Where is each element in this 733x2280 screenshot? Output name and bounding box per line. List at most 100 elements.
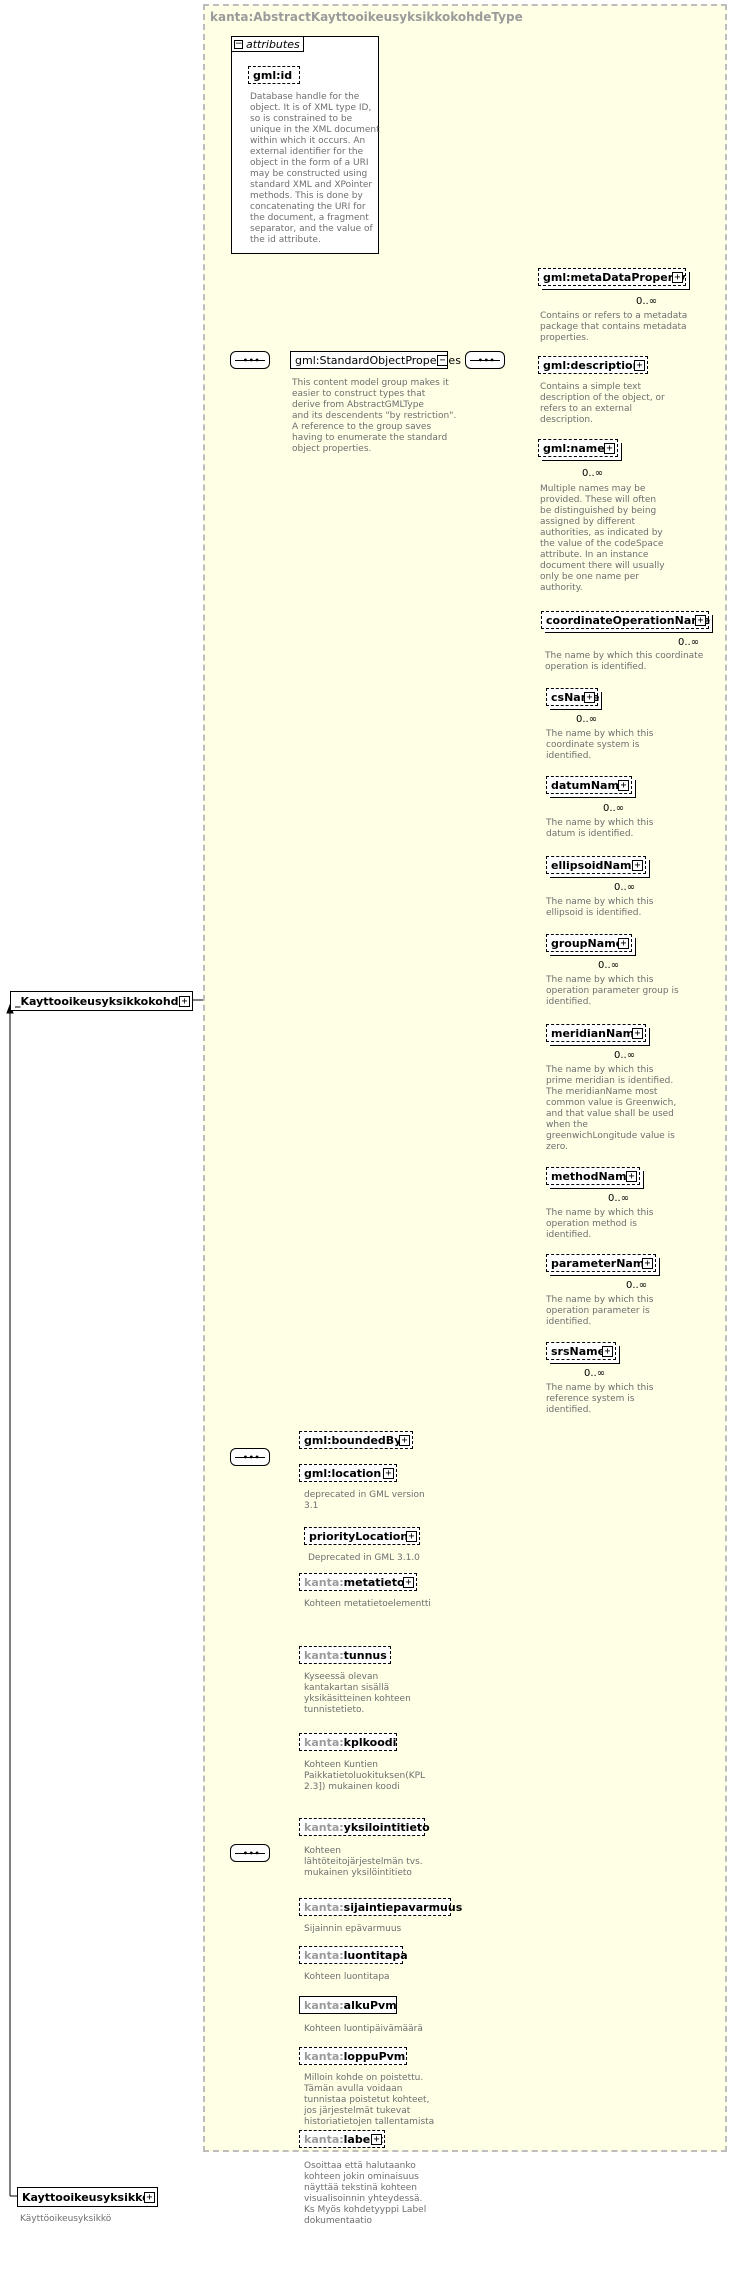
element-groupname[interactable]: groupName+ [546, 934, 632, 952]
expand-icon[interactable]: + [399, 1435, 410, 1446]
element-kanta-luontitapa[interactable]: kanta:luontitapa [299, 1946, 408, 1964]
element-kanta-kplkoodi[interactable]: kanta:kplkoodi [299, 1733, 397, 1751]
element-desc: deprecated in GML version 3.1 [304, 1490, 425, 1511]
element-srsname[interactable]: srsName+ [546, 1342, 616, 1360]
type-title: kanta:AbstractKayttooikeusyksikkokohdeTy… [210, 10, 523, 24]
multiplicity: 0..∞ [576, 714, 598, 725]
standard-object-properties-desc: This content model group makes it easier… [292, 378, 457, 454]
element-kanta-labelit[interactable]: kanta:labelit+ [299, 2130, 385, 2148]
element-gml-description[interactable]: gml:description+ [538, 356, 648, 374]
element-gml-location[interactable]: gml:location+ [299, 1464, 397, 1482]
expand-icon[interactable]: + [371, 2134, 382, 2145]
element-coordinateoperationname[interactable]: coordinateOperationName+ [541, 611, 710, 629]
derived-element-label: Kayttooikeusyksikko [22, 2190, 150, 2204]
element-desc: Kohteen lähtöteitojärjestelmän tvs. muka… [304, 1846, 423, 1878]
expand-icon[interactable]: + [632, 1028, 643, 1039]
element-desc: Contains a simple text description of th… [540, 382, 665, 425]
element-label: sijaintiepavarmuus [343, 1900, 463, 1914]
element-desc: The name by which this ellipsoid is iden… [546, 897, 654, 918]
multiplicity: 0..∞ [598, 960, 620, 971]
element-kanta-alkupvm[interactable]: kanta:alkuPvm [299, 1996, 397, 2014]
element-label: groupName [551, 936, 624, 950]
element-label: methodName [551, 1169, 634, 1183]
element-meridianname[interactable]: meridianName+ [546, 1024, 646, 1042]
expand-icon[interactable]: + [179, 996, 190, 1007]
element-desc: Contains or refers to a metadata package… [540, 311, 688, 343]
element-desc: The name by which this prime meridian is… [546, 1065, 677, 1152]
element-label: parameterName [551, 1256, 652, 1270]
namespace-prefix: kanta: [304, 1735, 344, 1749]
expand-icon[interactable]: + [144, 2192, 155, 2203]
namespace-prefix: kanta: [304, 1648, 344, 1662]
element-desc: The name by which this operation paramet… [546, 1295, 654, 1327]
namespace-prefix: kanta: [304, 2049, 344, 2063]
attributes-tab[interactable]: − attributes [231, 36, 304, 52]
element-label: alkuPvm [343, 1998, 397, 2012]
element-csname[interactable]: csName+ [546, 688, 600, 706]
expand-icon[interactable]: − [437, 355, 448, 366]
expand-icon[interactable]: + [672, 272, 683, 283]
expand-icon[interactable]: + [695, 615, 706, 626]
element-label: gml:description [543, 358, 641, 372]
element-desc: Kohteen luontipäivämäärä [304, 2024, 423, 2034]
element-desc: Kyseessä olevan kantakartan sisällä yksi… [304, 1672, 411, 1715]
element-desc: Sijainnin epävarmuus [304, 1924, 402, 1934]
element-label: srsName [551, 1344, 606, 1358]
expand-icon[interactable]: + [634, 360, 645, 371]
expand-icon[interactable]: + [604, 443, 615, 454]
element-label: ellipsoidName [551, 858, 639, 872]
element-desc: The name by which this coordinate operat… [545, 651, 704, 672]
sequence-compositor-1[interactable]: ••• [230, 351, 270, 369]
element-kanta-yksilointitieto[interactable]: kanta:yksilointitieto [299, 1818, 430, 1836]
expand-icon[interactable]: + [403, 1577, 414, 1588]
expand-icon[interactable]: + [602, 1346, 613, 1357]
element-label: yksilointitieto [343, 1820, 430, 1834]
element-methodname[interactable]: methodName+ [546, 1167, 640, 1185]
sequence-compositor-2[interactable]: ••• [465, 351, 505, 369]
element-kanta-sijaintiepavarmuus[interactable]: kanta:sijaintiepavarmuus [299, 1898, 462, 1916]
element-desc: The name by which this operation method … [546, 1208, 654, 1240]
standard-object-properties-group[interactable]: gml:StandardObjectProperties − [290, 351, 461, 369]
attribute-gml-id-desc: Database handle for the object. It is of… [250, 92, 380, 245]
element-kanta-loppupvm[interactable]: kanta:loppuPvm [299, 2047, 407, 2065]
expand-icon[interactable]: + [632, 860, 643, 871]
element-gml-metadataproperty[interactable]: gml:metaDataProperty+ [538, 268, 686, 286]
element-label: tunnus [343, 1648, 387, 1662]
element-kanta-metatieto[interactable]: kanta:metatieto+ [299, 1573, 417, 1591]
sequence-compositor-3[interactable]: ••• [230, 1448, 270, 1466]
element-desc: The name by which this reference system … [546, 1383, 654, 1415]
element-label: meridianName [551, 1026, 642, 1040]
element-label: metatieto [343, 1575, 405, 1589]
element-datumname[interactable]: datumName+ [546, 776, 632, 794]
element-desc: Milloin kohde on poistettu. Tämän avulla… [304, 2073, 435, 2127]
element-label: gml:boundedBy [304, 1433, 402, 1447]
expand-icon[interactable]: + [618, 938, 629, 949]
multiplicity: 0..∞ [584, 1368, 606, 1379]
collapse-icon[interactable]: − [234, 38, 243, 49]
element-label: datumName [551, 778, 627, 792]
derived-element-kayttooikeusyksikko[interactable]: Kayttooikeusyksikko+ [17, 2187, 158, 2207]
element-desc: Deprecated in GML 3.1.0 [308, 1553, 420, 1563]
expand-icon[interactable]: + [584, 692, 595, 703]
element-parametername[interactable]: parameterName+ [546, 1254, 656, 1272]
expand-icon[interactable]: + [642, 1258, 653, 1269]
element-ellipsoidname[interactable]: ellipsoidName+ [546, 856, 646, 874]
expand-icon[interactable]: + [383, 1468, 394, 1479]
sequence-compositor-4[interactable]: ••• [230, 1844, 270, 1862]
expand-icon[interactable]: + [618, 780, 629, 791]
element-label: kplkoodi [343, 1735, 397, 1749]
expand-icon[interactable]: + [626, 1171, 637, 1182]
root-element-kayttooikeusyksikkokohde[interactable]: _Kayttooikeusyksikkokohde+ [10, 991, 193, 1011]
multiplicity: 0..∞ [614, 1050, 636, 1061]
element-desc: Osoittaa että halutaanko kohteen jokin o… [304, 2161, 427, 2226]
element-kanta-tunnus[interactable]: kanta:tunnus [299, 1646, 391, 1664]
expand-icon[interactable]: + [406, 1531, 417, 1542]
multiplicity: 0..∞ [582, 468, 604, 479]
attribute-gml-id-label: gml:id [253, 68, 293, 82]
element-gml-name[interactable]: gml:name+ [538, 439, 618, 457]
multiplicity: 0..∞ [603, 803, 625, 814]
attribute-gml-id[interactable]: gml:id [248, 66, 300, 84]
element-prioritylocation[interactable]: priorityLocation+ [304, 1527, 420, 1545]
element-gml-boundedby[interactable]: gml:boundedBy+ [299, 1431, 413, 1449]
element-desc: Kohteen luontitapa [304, 1972, 390, 1982]
